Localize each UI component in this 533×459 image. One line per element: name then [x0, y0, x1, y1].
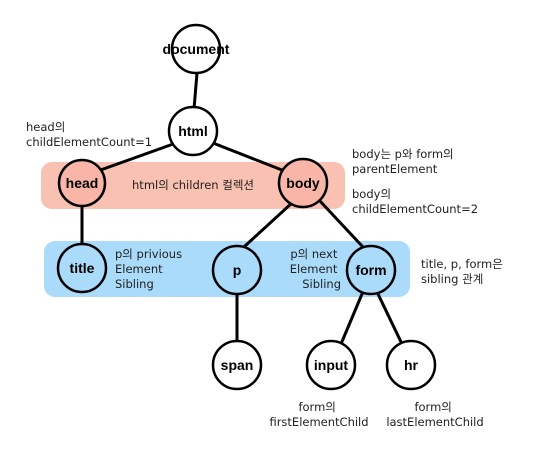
html-children-note: html의 children 컬렉션	[132, 178, 254, 192]
node-body-label: body	[286, 175, 320, 191]
node-input	[305, 339, 357, 391]
previous-sibling-note: p의 privious Element Sibling	[115, 247, 186, 291]
node-span	[211, 339, 263, 391]
edge-html-body	[211, 141, 289, 174]
edge-form-hr	[376, 292, 404, 346]
node-form	[345, 244, 397, 296]
node-document	[170, 23, 222, 75]
next-sibling-note: p의 next Element Sibling	[290, 247, 341, 291]
edge-body-p	[243, 200, 295, 248]
body-child-count-note: body의 childElementCount=2	[352, 187, 478, 216]
node-html-label: html	[178, 123, 208, 139]
edge-html-head	[93, 141, 178, 174]
node-title	[56, 242, 108, 294]
node-hr-label: hr	[404, 357, 419, 373]
sibling-relation-note: title, p, form은 sibling 관계	[421, 257, 506, 286]
tree-edges	[80, 71, 404, 346]
node-body	[277, 157, 329, 209]
edge-body-form	[317, 198, 364, 248]
body-parent-note: body는 p와 form의 parentElement	[352, 147, 457, 176]
node-form-label: form	[355, 262, 386, 278]
node-hr	[385, 339, 437, 391]
head-child-count-note: head의 childElementCount=1	[26, 120, 152, 149]
node-span-label: span	[221, 357, 254, 373]
children-collection-band	[41, 162, 345, 209]
node-input-label: input	[314, 357, 349, 373]
node-head-label: head	[66, 175, 99, 191]
node-html	[167, 105, 219, 157]
node-head	[57, 158, 107, 208]
edge-document-html	[192, 71, 199, 111]
node-document-label: document	[163, 41, 230, 57]
node-p-label: p	[233, 262, 242, 278]
node-p	[211, 244, 263, 296]
edge-form-input	[339, 292, 364, 346]
node-title-label: title	[70, 260, 95, 276]
first-element-child-note: form의 firstElementChild	[269, 400, 368, 429]
last-element-child-note: form의 lastElementChild	[386, 400, 483, 429]
